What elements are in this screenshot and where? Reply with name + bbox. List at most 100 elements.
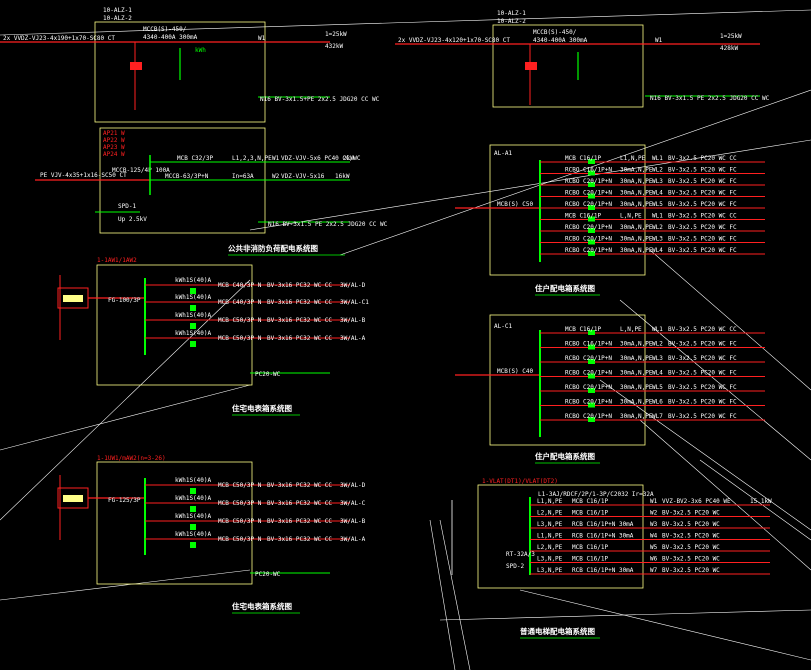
home2-breaker-icon bbox=[588, 330, 595, 335]
res2-row-2-target: 3W/AL-C bbox=[340, 500, 366, 507]
home2-breaker-icon bbox=[588, 373, 595, 379]
spd-line-2: AP22 W bbox=[103, 137, 125, 144]
lift-row-cable: BV-3x2.5 PC20 WC bbox=[662, 544, 720, 551]
home1-row-phase: 30mA,N,PE bbox=[620, 178, 653, 185]
home1-row-device: MCB C16/1P bbox=[565, 213, 602, 220]
main-breaker-spec: 4340-400A 300mA bbox=[143, 34, 198, 41]
res2-row-1-cable: BV-3x16 PC32 WC CC bbox=[267, 482, 332, 489]
lift-row-phase: L3,N,PE bbox=[537, 521, 563, 528]
pub-row-2-circuit: W2 bbox=[272, 173, 280, 180]
res1-row-1-cable: BV-3x16 PC32 WC CC bbox=[267, 282, 332, 289]
home1-row-device: MCB C16/1P bbox=[565, 155, 602, 162]
home1-row-phase: L,N,PE bbox=[620, 213, 642, 220]
home1-row-cable: BV-3x2.5 PC20 WC FC bbox=[668, 167, 737, 174]
home1-row-device: RCBO C20/1P+N bbox=[565, 190, 612, 197]
lift-row-circuit: W2 bbox=[650, 510, 658, 517]
home1-row-device: RCBO C20/1P+N bbox=[565, 178, 612, 185]
home2-row-circuit: WL7 bbox=[652, 413, 663, 420]
res1-row-4-cable: BV-3x16 PC32 WC CC bbox=[267, 335, 332, 342]
lift-row-cable: VVZ-BV2-3x6 PC40 WE bbox=[662, 498, 731, 505]
home1-breaker-icon bbox=[588, 159, 595, 164]
pub-row-2-phase: In=63A bbox=[232, 173, 254, 180]
res1-row-2-breaker: MCB C40/3P N bbox=[218, 299, 262, 306]
res2-row-1-breaker: MCB C50/3P N bbox=[218, 482, 262, 489]
home1-breaker-icon bbox=[588, 170, 595, 176]
lift-row-device: RCB C16/1P+N 30mA bbox=[572, 567, 634, 574]
res1-title: 住宅电表箱系统图 bbox=[232, 403, 292, 413]
lift-row-load: 15.1kW bbox=[750, 498, 772, 505]
home2-row-phase: 30mA,N,PE bbox=[620, 370, 653, 377]
pub-bottom-circuit: N16 BV-3x1.5 PE 2x2.5 JDG20 CC WC bbox=[268, 221, 388, 228]
lift-row-cable: BV-3x2.5 PC20 WC bbox=[662, 533, 720, 540]
res1-id: 1-1AW1/1AW2 bbox=[97, 257, 137, 264]
home2-id: AL-C1 bbox=[494, 323, 512, 330]
res2-row-4-target: 3W/AL-A bbox=[340, 536, 366, 543]
panel-residential-2: 1-1UW1/mAW2(n=3-26) FG-125/3P kWh1S(40)A… bbox=[57, 455, 366, 614]
res1-main: FG-100/3P bbox=[108, 297, 141, 304]
pub-row-2-load: 16kW bbox=[335, 173, 350, 180]
home2-row-circuit: WL3 bbox=[652, 355, 663, 362]
lift-row-phase: L2,N,PE bbox=[537, 510, 563, 517]
home1-row-circuit: WL5 bbox=[652, 201, 663, 208]
home1-row-circuit: WL1 bbox=[652, 155, 663, 162]
home1-row-device: RCBO C16/1P+N bbox=[565, 167, 612, 174]
pub-main-breaker: MCCB-125/4P 100A bbox=[112, 167, 170, 174]
pub-row-1-circuit: W1 bbox=[272, 155, 280, 162]
home1-breaker-icon bbox=[588, 228, 595, 233]
res1-row-3-cable: BV-3x16 PC32 WC CC bbox=[267, 317, 332, 324]
panel-top-left: 10-ALZ-1 10-ALZ-2 2x VVDZ-VJ23-4x190+1x7… bbox=[0, 7, 380, 123]
home2-row-device: RCBO C20/1P+N bbox=[565, 399, 612, 406]
home1-row-device: RCBO C20/1P+N bbox=[565, 224, 612, 231]
lift-id: 1-VLAT(DT1)/VLAT(DT2) bbox=[482, 478, 558, 485]
home1-row-phase: 30mA,N,PE bbox=[620, 190, 653, 197]
res2-row-4-cable: BV-3x16 PC32 WC CC bbox=[267, 536, 332, 543]
pub-cable: PE VJV-4x35+1x16-SC50 CT bbox=[40, 172, 127, 179]
meter-label: kWh bbox=[195, 47, 206, 54]
pub-spd: SPD-1 bbox=[118, 203, 136, 210]
lift-row-circuit: W7 bbox=[650, 567, 658, 574]
home2-row-device: MCB C16/1P bbox=[565, 326, 602, 333]
lift-row-circuit: W5 bbox=[650, 544, 658, 551]
panel-id-1: 10-ALZ-1 bbox=[103, 7, 132, 14]
res1-row-3-target: 3W/AL-B bbox=[340, 317, 366, 324]
home1-row-cable: BV-3x2.5 PC20 WC FC bbox=[668, 224, 737, 231]
home1-row-circuit: WL4 bbox=[652, 190, 663, 197]
lift-row-cable: BV-3x2.5 PC20 WC bbox=[662, 567, 720, 574]
tr-feed: W1 bbox=[655, 37, 663, 44]
home2-row-circuit: WL2 bbox=[652, 341, 663, 348]
tr-load-2: 428kW bbox=[720, 45, 738, 52]
tr-bottom: N16 BV-3x1.5 PE 2x2.5 JDG20 CC WC bbox=[650, 95, 770, 102]
res1-row-3-breaker: MCB C50/3P N bbox=[218, 317, 262, 324]
lift-row-device: MCB C16/1P bbox=[572, 510, 609, 517]
spd-line-1: AP21 W bbox=[103, 130, 125, 137]
res2-meter-1: kWh1S(40)A bbox=[175, 477, 212, 484]
home2-breaker-icon bbox=[588, 402, 595, 408]
panel-lift: 1-VLAT(DT1)/VLAT(DT2) L1-3AJ/RDCF/2P/1-3… bbox=[451, 478, 772, 639]
main-breaker: MCCB(S)-450/ bbox=[143, 26, 187, 33]
res1-meter-3: kWh1S(40)A bbox=[175, 312, 212, 319]
lift-row-phase: L1,N,PE bbox=[537, 533, 563, 540]
res2-row-2-breaker: MCB C50/3P N bbox=[218, 500, 262, 507]
home2-row-phase: 30mA,N,PE bbox=[620, 341, 653, 348]
lift-row-device: RCB C16/1P+N 30mA bbox=[572, 521, 634, 528]
home2-row-cable: BV-3x2.5 PC20 WC FC bbox=[668, 413, 737, 420]
home1-breaker-icon bbox=[588, 205, 595, 210]
lift-row-circuit: W3 bbox=[650, 521, 658, 528]
lift-row-circuit: W6 bbox=[650, 556, 658, 563]
pub-row-2-device: MCCB-63/3P+N bbox=[165, 173, 209, 180]
home1-row-device: RCBO C20/1P+N bbox=[565, 201, 612, 208]
home1-row-cable: BV-3x2.5 PC20 WC FC bbox=[668, 190, 737, 197]
feed-label: W1 bbox=[258, 35, 266, 42]
pub-row-2-cable: VDZ-VJV-5x16 bbox=[281, 173, 325, 180]
home1-breaker-icon bbox=[588, 216, 595, 222]
home2-breaker-icon bbox=[588, 417, 595, 422]
lift-row-device: MCB C16/1P bbox=[572, 544, 609, 551]
home2-row-phase: 30mA,N,PE bbox=[620, 399, 653, 406]
home1-breaker-icon bbox=[588, 239, 595, 245]
tr-id-1: 10-ALZ-1 bbox=[497, 10, 526, 17]
home2-row-cable: BV-3x2.5 PC20 WC FC bbox=[668, 370, 737, 377]
home2-row-device: RCBO C20/1P+N bbox=[565, 384, 612, 391]
